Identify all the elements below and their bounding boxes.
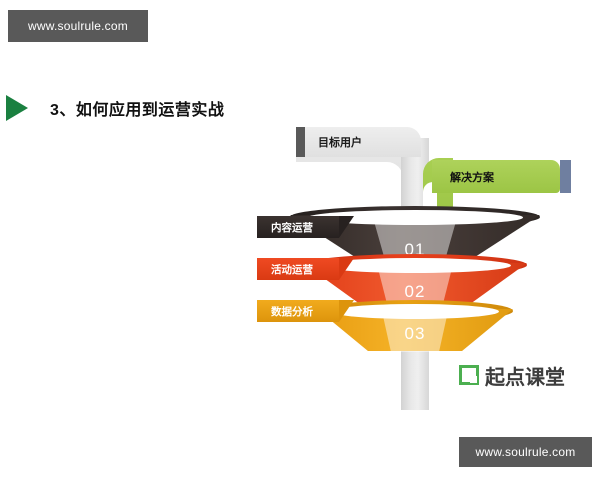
funnel-stage-1-label[interactable]: 内容运营 bbox=[257, 216, 354, 238]
brand-logo-text: 起点课堂 bbox=[485, 366, 565, 389]
funnel-stage-3-label-tail bbox=[339, 300, 354, 322]
funnel-stage-3-highlight bbox=[381, 310, 449, 352]
funnel-stage-1-label-text: 内容运营 bbox=[271, 221, 313, 234]
triangle-right-icon bbox=[6, 95, 28, 121]
funnel-stage-3-label-text: 数据分析 bbox=[271, 305, 313, 318]
funnel-stage-3-label[interactable]: 数据分析 bbox=[257, 300, 354, 322]
label-target-user-text: 目标用户 bbox=[318, 137, 362, 149]
label-target-user[interactable]: 目标用户 bbox=[296, 127, 421, 157]
funnel-stage-3-inner bbox=[330, 304, 500, 319]
label-solution[interactable]: 解决方案 bbox=[432, 160, 571, 193]
funnel-stage-2-number: 02 bbox=[404, 282, 426, 301]
watermark-bottom: www.soulrule.com bbox=[459, 437, 592, 467]
page-title-text: 3、如何应用到运营实战 bbox=[50, 102, 225, 119]
page-title: 3、如何应用到运营实战 bbox=[0, 94, 224, 122]
label-solution-cap bbox=[560, 160, 571, 193]
funnel-stage-2-label[interactable]: 活动运营 bbox=[257, 258, 354, 280]
label-solution-text: 解决方案 bbox=[450, 171, 494, 184]
funnel-stage-2-inner bbox=[318, 258, 512, 273]
watermark-top: www.soulrule.com bbox=[8, 10, 148, 42]
funnel-stage-2-label-text: 活动运营 bbox=[271, 263, 313, 276]
funnel-stage-1-label-tail bbox=[339, 216, 354, 238]
square-bracket-icon bbox=[459, 365, 479, 385]
funnel-stage-2-label-tail bbox=[339, 258, 354, 280]
funnel-stage-1-inner bbox=[307, 210, 523, 225]
pipe-elbow-inner-cut bbox=[296, 162, 403, 186]
funnel-diagram: 目标用户 解决方案 01 02 bbox=[240, 110, 600, 410]
label-target-user-cap bbox=[296, 127, 305, 157]
funnel-stage-2-highlight bbox=[376, 264, 454, 306]
funnel-stage-1-highlight bbox=[372, 216, 458, 258]
brand-logo: 起点课堂 bbox=[459, 361, 565, 389]
funnel-stage-3-number: 03 bbox=[404, 324, 426, 343]
